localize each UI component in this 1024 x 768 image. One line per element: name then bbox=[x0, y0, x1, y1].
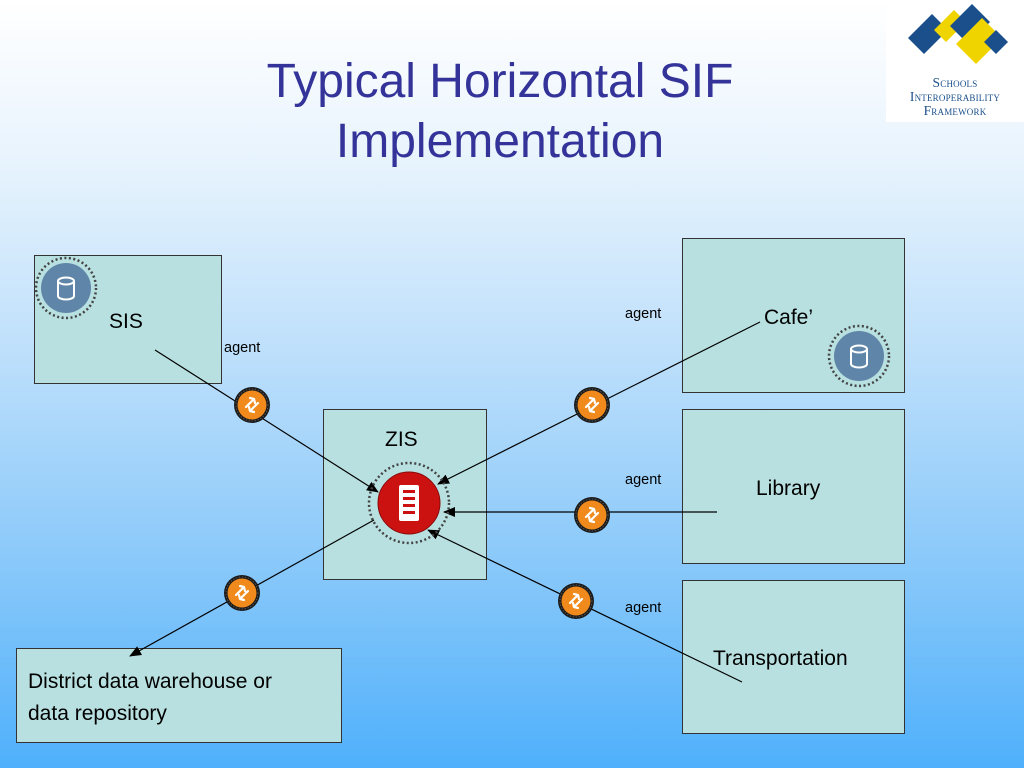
slide-title: Typical Horizontal SIF Implementation bbox=[200, 52, 800, 172]
sis-label: SIS bbox=[109, 310, 143, 333]
slide-title-line1: Typical Horizontal SIF bbox=[266, 55, 734, 108]
zis-label: ZIS bbox=[385, 428, 418, 451]
library-label: Library bbox=[756, 477, 821, 500]
connector-sis-zis bbox=[154, 349, 379, 493]
agent-exchange-icon bbox=[572, 385, 612, 425]
agent-exchange-icon bbox=[222, 573, 262, 613]
transportation-box: Transportation bbox=[682, 580, 905, 734]
sif-logo-mark bbox=[908, 4, 1008, 64]
database-icon bbox=[34, 256, 98, 320]
warehouse-box: District data warehouse or data reposito… bbox=[16, 648, 342, 743]
agent-exchange-icon bbox=[556, 581, 596, 621]
database-icon bbox=[827, 324, 891, 388]
agent-exchange-icon bbox=[232, 385, 272, 425]
agent-exchange-icon bbox=[572, 495, 612, 535]
logo-line3: Framework bbox=[923, 103, 987, 118]
server-icon bbox=[367, 461, 451, 545]
library-box: Library bbox=[682, 409, 905, 564]
sif-logo-text: Schools Interoperability Framework bbox=[886, 76, 1024, 118]
warehouse-label: District data warehouse or data reposito… bbox=[28, 666, 272, 730]
agent-label-cafe: agent bbox=[625, 306, 662, 322]
agent-label-transportation: agent bbox=[625, 600, 662, 616]
logo-line2: Interoperability bbox=[909, 89, 1001, 104]
agent-label-library: agent bbox=[625, 472, 662, 488]
warehouse-label-line2: data repository bbox=[28, 702, 167, 725]
warehouse-label-line1: District data warehouse or bbox=[28, 670, 272, 693]
cafe-label: Cafe’ bbox=[764, 306, 814, 329]
sif-logo: Schools Interoperability Framework bbox=[886, 0, 1024, 122]
transportation-label: Transportation bbox=[713, 647, 848, 670]
slide-title-line2: Implementation bbox=[335, 115, 665, 168]
logo-line1: Schools bbox=[932, 75, 978, 90]
agent-label-sis: agent bbox=[224, 340, 261, 356]
